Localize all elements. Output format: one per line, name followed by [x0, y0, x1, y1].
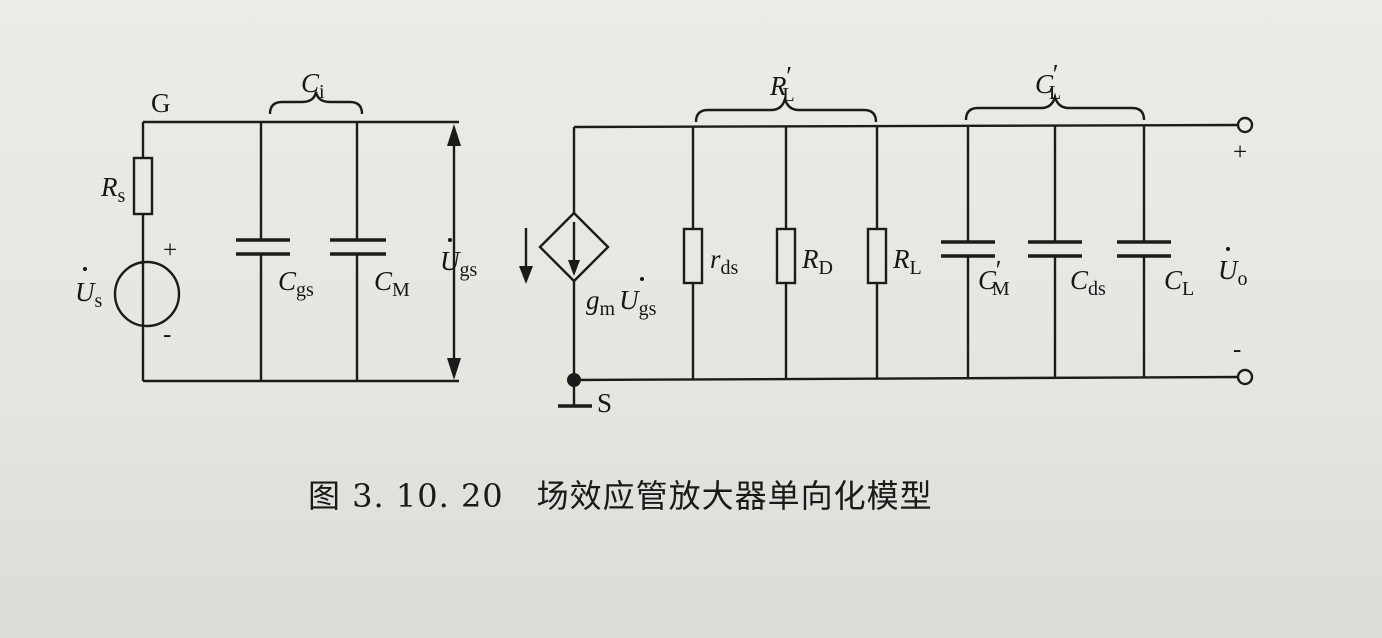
output-minus-label: -	[1233, 336, 1241, 363]
dependent-source-arrow-head	[568, 260, 580, 276]
rl-label: RL	[892, 244, 922, 279]
gate-label: G	[151, 88, 171, 118]
ugs-label: Ugs	[440, 246, 478, 281]
ugs-arrow-head-down	[447, 358, 461, 380]
us-dot	[83, 267, 87, 271]
output-plus-label: +	[1233, 139, 1247, 166]
input-circuit	[113, 91, 461, 383]
ci-label: Ci	[301, 68, 325, 103]
drain-wire	[573, 123, 1241, 129]
output-terminal-minus	[1236, 368, 1254, 386]
rl-prime-label: R′L	[769, 61, 795, 106]
cgs-label: Cgs	[278, 266, 314, 301]
rds-label: rds	[710, 244, 739, 279]
gm-ugs-dot	[640, 277, 644, 281]
figure-caption: 图 3. 10. 20 场效应管放大器单向化模型	[308, 477, 933, 515]
us-label: Us	[75, 277, 103, 312]
cl-label: CL	[1164, 265, 1194, 300]
rs-resistor	[132, 156, 154, 216]
current-direction-arrow-head	[519, 266, 533, 284]
source-label: S	[597, 388, 612, 418]
cl-prime-label: C′L	[1035, 59, 1061, 104]
uo-dot	[1226, 247, 1230, 251]
rl-prime-brace	[694, 94, 878, 123]
cm-prime-label: C′M	[978, 255, 1010, 300]
ugs-dot	[448, 238, 452, 242]
rd-label: RD	[801, 244, 833, 279]
ci-brace	[268, 91, 364, 115]
output-terminal-plus	[1236, 116, 1254, 134]
cl-prime-brace	[964, 92, 1146, 121]
rds-resistor	[682, 227, 704, 285]
ugs-arrow-head-up	[447, 124, 461, 146]
us-plus-label: +	[163, 237, 177, 264]
us-minus-label: -	[163, 321, 171, 348]
output-ground-wire	[573, 375, 1241, 382]
us-voltage-source	[113, 260, 181, 328]
uo-label: Uo	[1218, 255, 1248, 290]
rd-resistor	[775, 227, 797, 285]
cds-label: Cds	[1070, 265, 1106, 300]
output-circuit	[519, 92, 1254, 408]
rl-resistor	[866, 227, 888, 285]
cm-label: CM	[374, 266, 410, 301]
rs-label: Rs	[100, 172, 126, 207]
